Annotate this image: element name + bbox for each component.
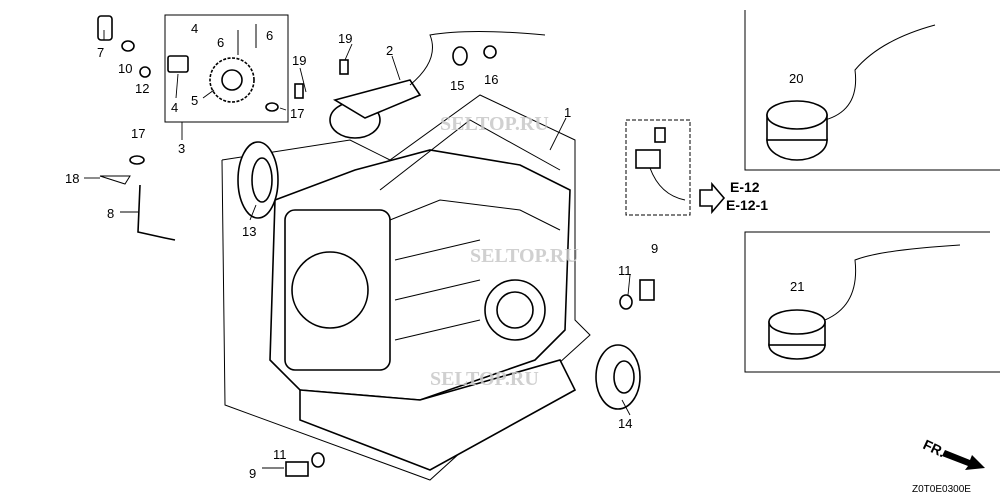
callout-10[interactable]: 10 xyxy=(118,61,132,76)
frame-lower xyxy=(744,231,1000,373)
callout-6[interactable]: 6 xyxy=(217,35,224,50)
callout-12[interactable]: 12 xyxy=(135,81,149,96)
reference-e-12-1[interactable]: E-12-1 xyxy=(726,197,768,213)
governor-gear xyxy=(167,24,257,103)
callout-4[interactable]: 4 xyxy=(171,100,178,115)
callout-19[interactable]: 19 xyxy=(292,53,306,68)
callout-8[interactable]: 8 xyxy=(107,206,114,221)
crankcase-group-outline xyxy=(221,94,591,481)
crankcase-drawing xyxy=(269,119,577,471)
callout-20[interactable]: 20 xyxy=(789,71,803,86)
oil-seal xyxy=(595,344,641,410)
callout-5[interactable]: 5 xyxy=(191,93,198,108)
callout-14[interactable]: 14 xyxy=(618,416,632,431)
callout-1[interactable]: 1 xyxy=(564,105,571,120)
callout-18[interactable]: 18 xyxy=(65,171,79,186)
governor-group-box xyxy=(164,14,289,123)
front-arrow-icon xyxy=(942,450,985,470)
callout-21[interactable]: 21 xyxy=(790,279,804,294)
callout-2[interactable]: 2 xyxy=(386,43,393,58)
oil-filler-cap xyxy=(97,15,151,78)
oil-alert-unit-21 xyxy=(768,244,961,360)
callout-9[interactable]: 9 xyxy=(249,466,256,481)
drawing-code: Z0T0E0300E xyxy=(912,484,971,495)
oil-alert-unit-20 xyxy=(766,24,936,161)
callout-6[interactable]: 6 xyxy=(266,28,273,43)
callout-13[interactable]: 13 xyxy=(242,224,256,239)
callout-4[interactable]: 4 xyxy=(191,21,198,36)
reference-arrow-icon xyxy=(699,181,726,215)
callout-17[interactable]: 17 xyxy=(290,106,304,121)
governor-arm xyxy=(99,155,176,241)
bearing xyxy=(237,141,279,219)
drain-bolts xyxy=(285,279,655,477)
callout-11[interactable]: 11 xyxy=(618,263,632,278)
callout-19[interactable]: 19 xyxy=(338,31,352,46)
watermark: SELTOP.RU xyxy=(440,113,549,135)
leader-lines xyxy=(84,30,631,469)
frame-upper xyxy=(744,10,1000,171)
callout-16[interactable]: 16 xyxy=(484,72,498,87)
reference-e-12[interactable]: E-12 xyxy=(730,179,760,195)
oil-switch-wire-drawing xyxy=(635,127,686,201)
oil-level-switch xyxy=(265,31,546,139)
watermarks: SELTOP.RU SELTOP.RU SELTOP.RU xyxy=(430,113,579,390)
watermark: SELTOP.RU xyxy=(430,368,539,390)
callout-15[interactable]: 15 xyxy=(450,78,464,93)
callout-11[interactable]: 11 xyxy=(273,447,287,462)
callouts: 7 10 12 4 6 6 4 5 3 19 2 19 17 15 16 1 1… xyxy=(65,21,804,481)
callout-7[interactable]: 7 xyxy=(97,45,104,60)
callout-3[interactable]: 3 xyxy=(178,141,185,156)
watermark: SELTOP.RU xyxy=(470,245,579,267)
callout-9[interactable]: 9 xyxy=(651,241,658,256)
oil-switch-group-box xyxy=(625,119,691,216)
callout-17[interactable]: 17 xyxy=(131,126,145,141)
